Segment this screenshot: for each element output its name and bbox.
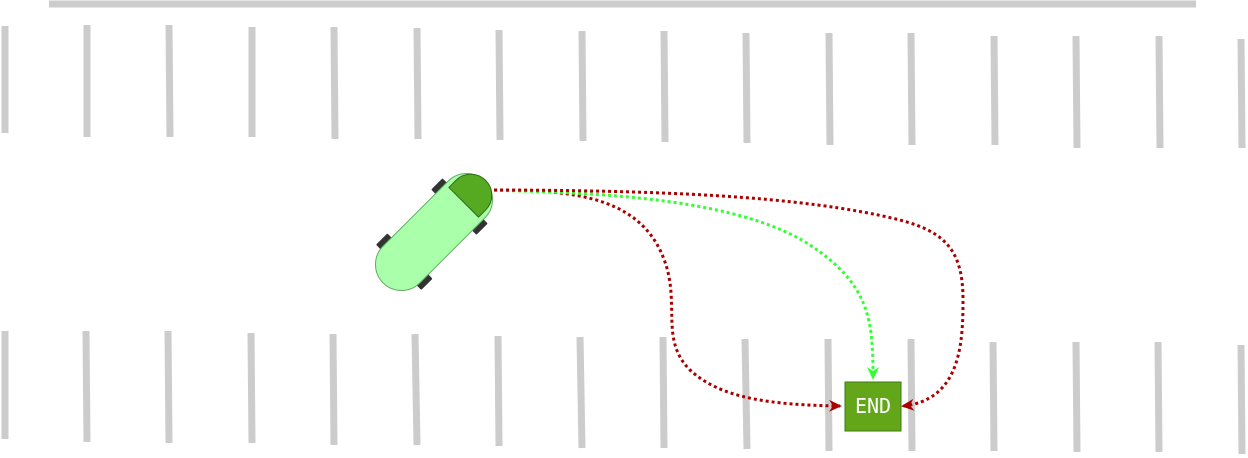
bottom-stall-line: [659, 336, 668, 449]
top-stall-line: [1072, 35, 1081, 149]
bottom-stall-line: [82, 330, 91, 443]
end-label: END: [855, 394, 891, 418]
top-stall-line: [1237, 38, 1246, 149]
top-stall-line: [990, 35, 999, 146]
bottom-stall-line: [1072, 341, 1081, 453]
car-wheel: [416, 274, 433, 290]
car-wheel: [471, 218, 488, 235]
end-marker: END: [844, 381, 902, 432]
path-green-direct: [475, 188, 879, 380]
top-stall-line: [413, 27, 422, 140]
bottom-stall-line: [411, 333, 421, 446]
bottom-stall-line: [1154, 341, 1163, 453]
car-wheel: [376, 233, 392, 250]
top-stall-line: [825, 32, 834, 146]
car: [374, 172, 494, 292]
car-wheel: [431, 178, 448, 195]
path-red-right: [475, 188, 965, 411]
top-stall-line: [742, 32, 751, 144]
top-stall-line: [907, 32, 916, 146]
bottom-stall-line: [164, 330, 173, 444]
end-box: [844, 381, 902, 432]
bottom-stall-line: [824, 338, 833, 452]
path-red-left: [475, 188, 842, 412]
bottom-stall-line: [741, 338, 751, 450]
bottom-stall-line: [247, 332, 256, 444]
top-stall-line: [330, 26, 339, 140]
bottom-stall-lines: [1, 330, 1246, 455]
top-stall-line: [1155, 35, 1164, 149]
top-stall-line: [495, 29, 504, 141]
top-stall-line: [165, 24, 174, 138]
bottom-stall-line: [576, 336, 586, 449]
top-stall-line: [660, 30, 669, 143]
car-windshield: [448, 173, 493, 218]
top-stall-lines: [1, 24, 1246, 149]
bottom-stall-line: [989, 341, 998, 452]
top-stall-line: [578, 30, 587, 142]
bottom-stall-line: [1237, 344, 1246, 455]
bottom-stall-line: [329, 333, 338, 446]
bottom-stall-line: [494, 335, 503, 447]
bottom-stall-line: [907, 338, 916, 452]
